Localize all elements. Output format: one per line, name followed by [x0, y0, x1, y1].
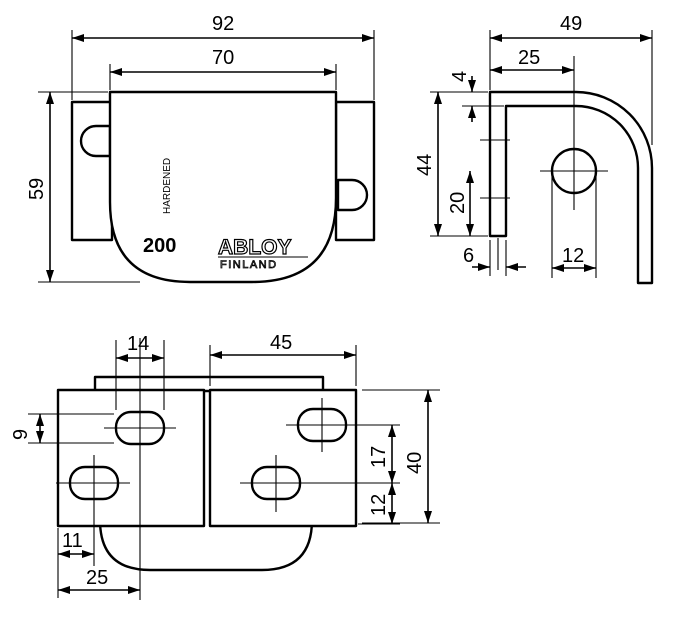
front-view: HARDENED 200 ABLOY FINLAND 92 70 59 [26, 13, 376, 284]
left-slot-hole [79, 124, 112, 158]
dim-side-height: 44 [414, 154, 436, 176]
bracket-profile [488, 90, 654, 285]
brand-logo-text: ABLOY [218, 236, 292, 259]
dim-top-thickness: 4 [449, 71, 471, 82]
hardened-text: HARDENED [162, 158, 173, 214]
dim-thickness: 6 [463, 245, 474, 267]
left-block [56, 388, 206, 528]
right-slot-hole [336, 178, 369, 212]
bottom-view: 14 45 9 17 12 40 11 25 [10, 332, 440, 600]
dim-plate-width: 70 [212, 47, 234, 69]
dim-bottom-height: 40 [404, 452, 426, 474]
dim-lower-offset: 12 [368, 494, 390, 516]
side-view: 49 25 4 44 20 6 12 [414, 13, 654, 285]
right-flange [334, 100, 376, 242]
dim-overall-width: 92 [212, 13, 234, 35]
dim-hole-height: 20 [447, 192, 469, 214]
dim-front-height: 59 [26, 178, 48, 200]
plate-bottom-curve [98, 519, 314, 572]
origin-text: FINLAND [220, 259, 278, 271]
model-number-text: 200 [143, 235, 176, 257]
dim-hole-diameter: 12 [562, 245, 584, 267]
dim-vertical-spacing: 17 [368, 446, 390, 468]
dim-slot-height: 9 [10, 429, 32, 440]
left-flange [70, 100, 114, 242]
dim-slot-spacing: 45 [270, 332, 292, 354]
main-plate [108, 90, 338, 284]
dim-edge-offset: 11 [62, 530, 83, 552]
dim-overall-depth: 49 [560, 13, 582, 35]
dim-slot-offset: 25 [86, 567, 108, 589]
dim-slot-width: 14 [127, 333, 149, 355]
dim-hole-offset: 25 [518, 47, 540, 69]
